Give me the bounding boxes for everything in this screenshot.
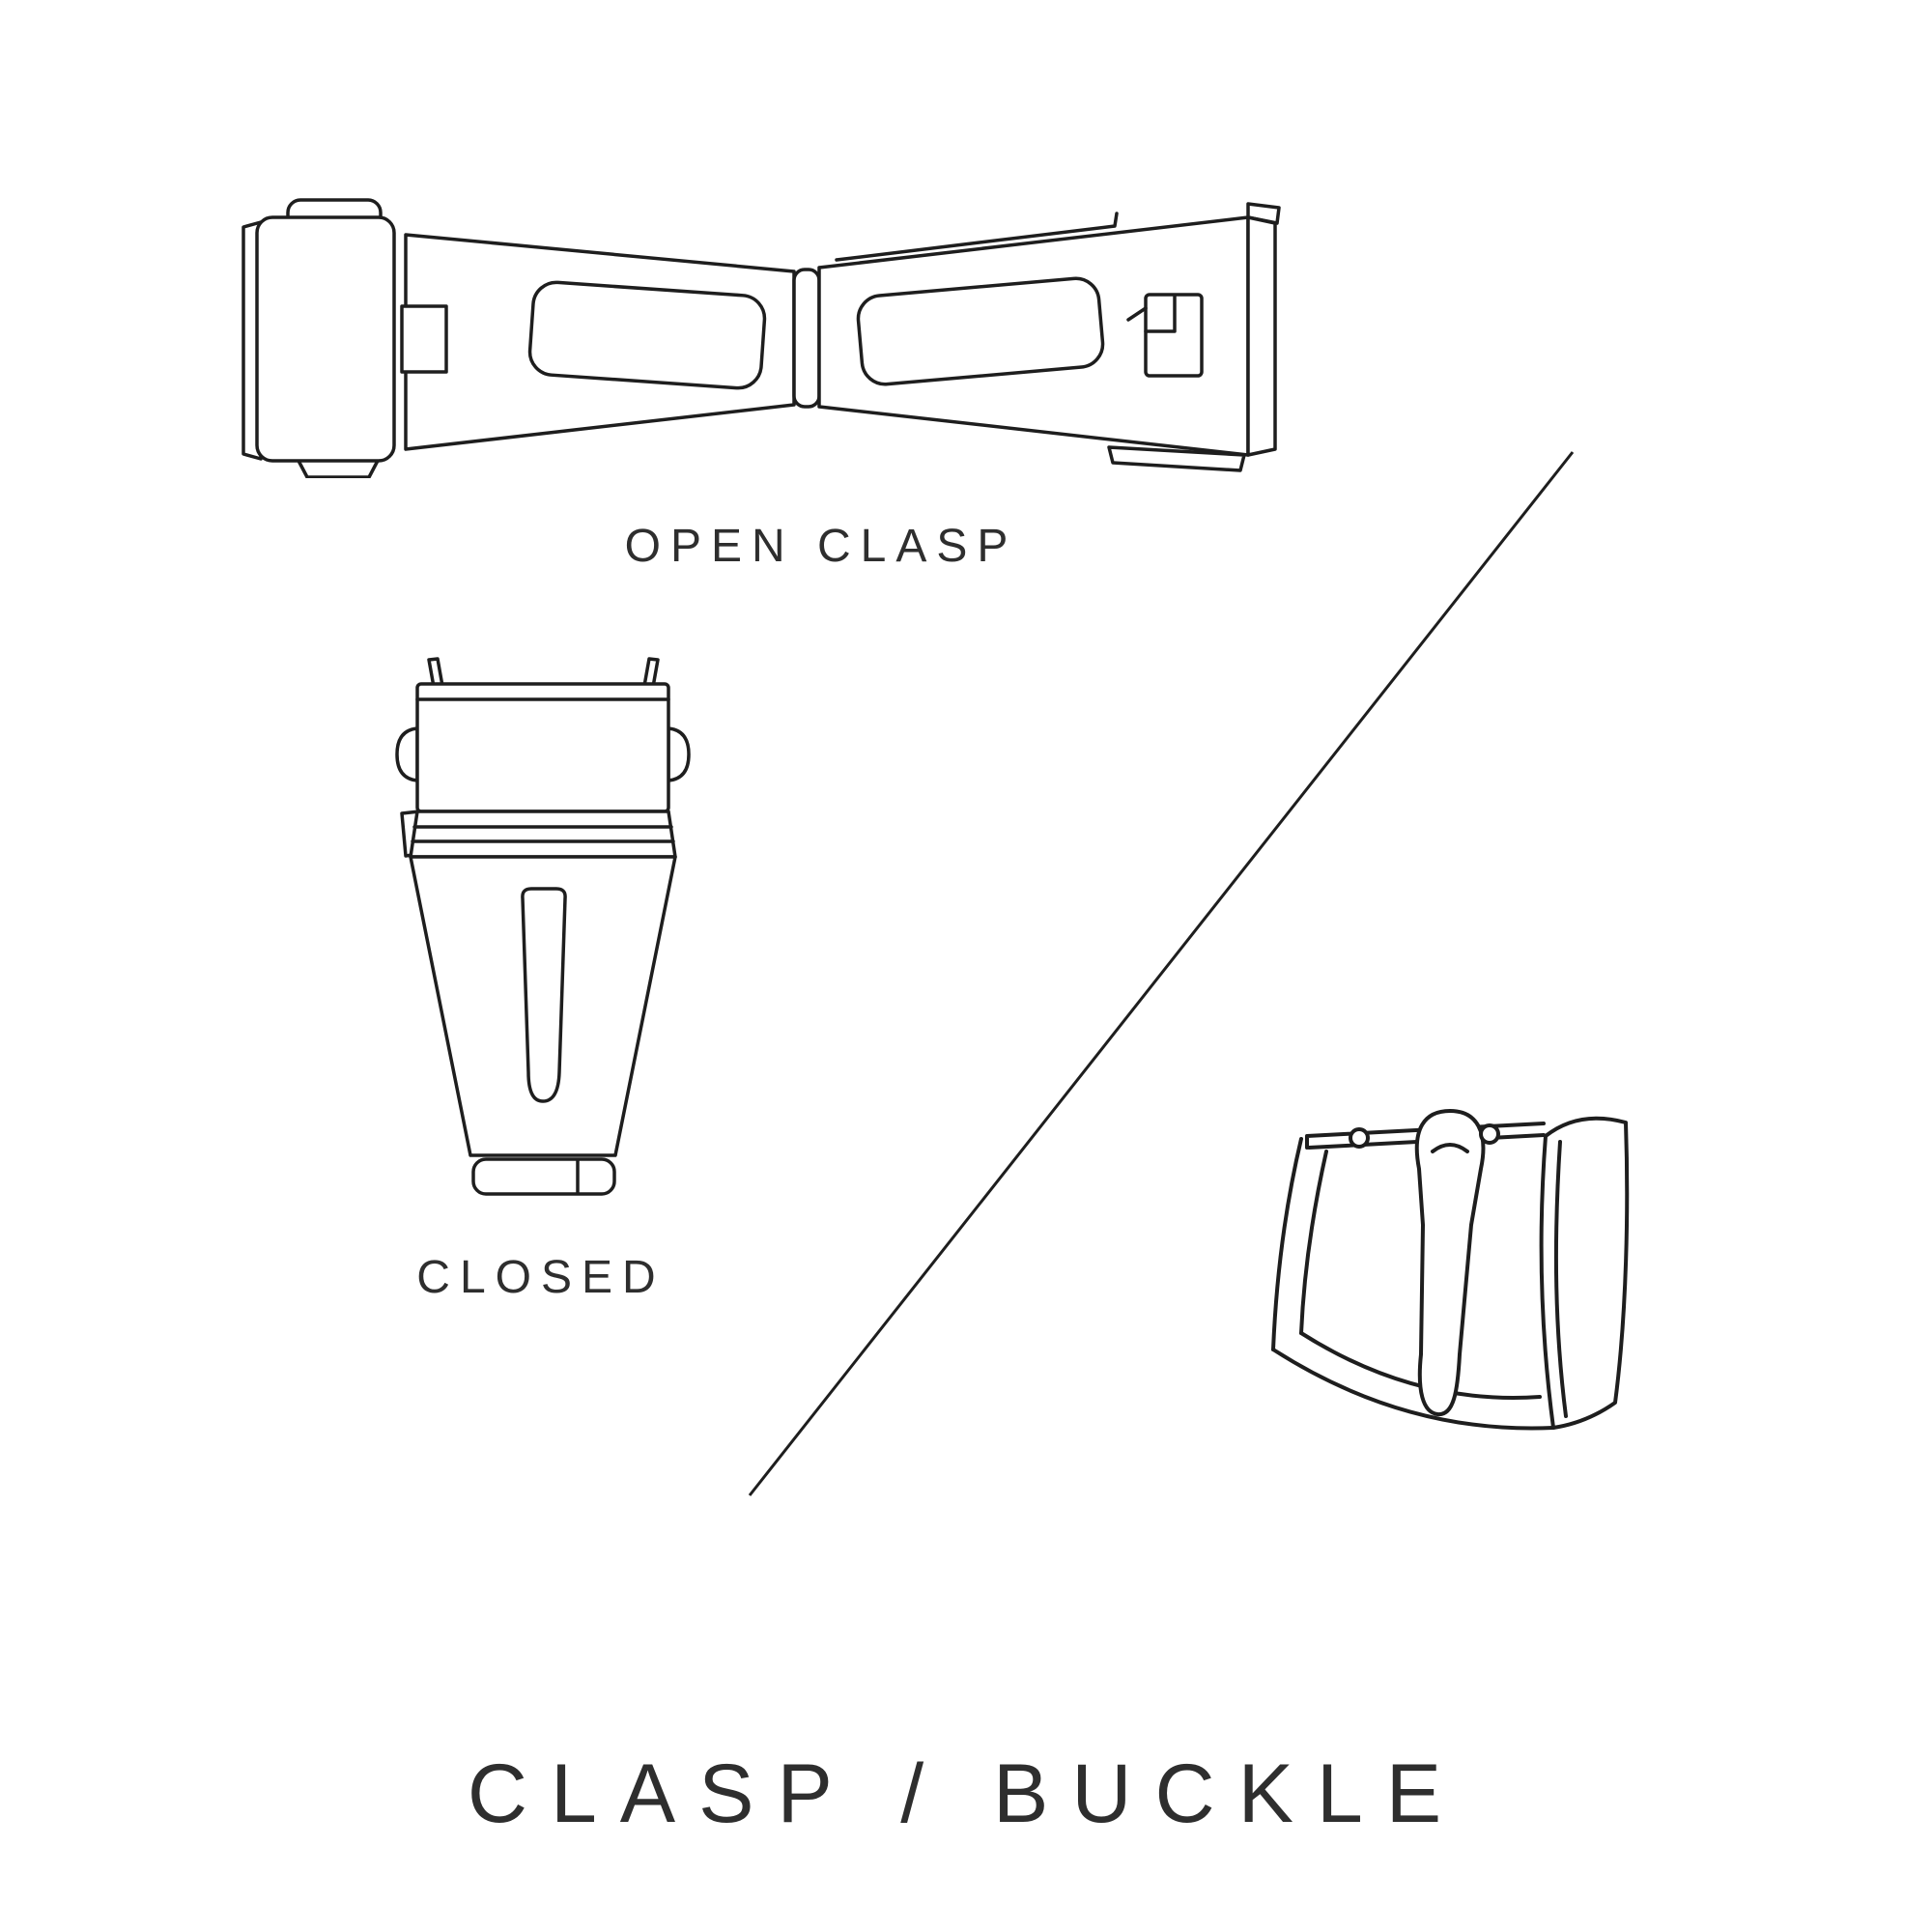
- closed-clasp-end-cap: [471, 1157, 616, 1196]
- closed-clasp-hinge-band: [409, 810, 677, 859]
- open-clasp-illustration: [242, 198, 1281, 478]
- closed-label: CLOSED: [416, 1252, 666, 1303]
- buckle-frame: [1271, 1137, 1555, 1431]
- open-clasp-hinge: [792, 268, 821, 409]
- open-clasp-right-arm: [817, 202, 1281, 472]
- open-clasp-left-end-link: [242, 198, 396, 478]
- buckle-right-band: [1539, 1116, 1630, 1430]
- tang-buckle-illustration: [1271, 1109, 1630, 1431]
- open-clasp-label: OPEN CLASP: [624, 521, 1018, 572]
- closed-clasp-body: [409, 855, 677, 1157]
- closed-clasp-illustration: [395, 657, 691, 1196]
- closed-clasp-top-block: [415, 682, 670, 813]
- closed-clasp-side-tabs: [395, 726, 691, 782]
- buckle-tongue: [1414, 1109, 1500, 1417]
- page-title: CLASP / BUCKLE: [467, 1747, 1465, 1840]
- open-clasp-left-arm: [400, 233, 796, 451]
